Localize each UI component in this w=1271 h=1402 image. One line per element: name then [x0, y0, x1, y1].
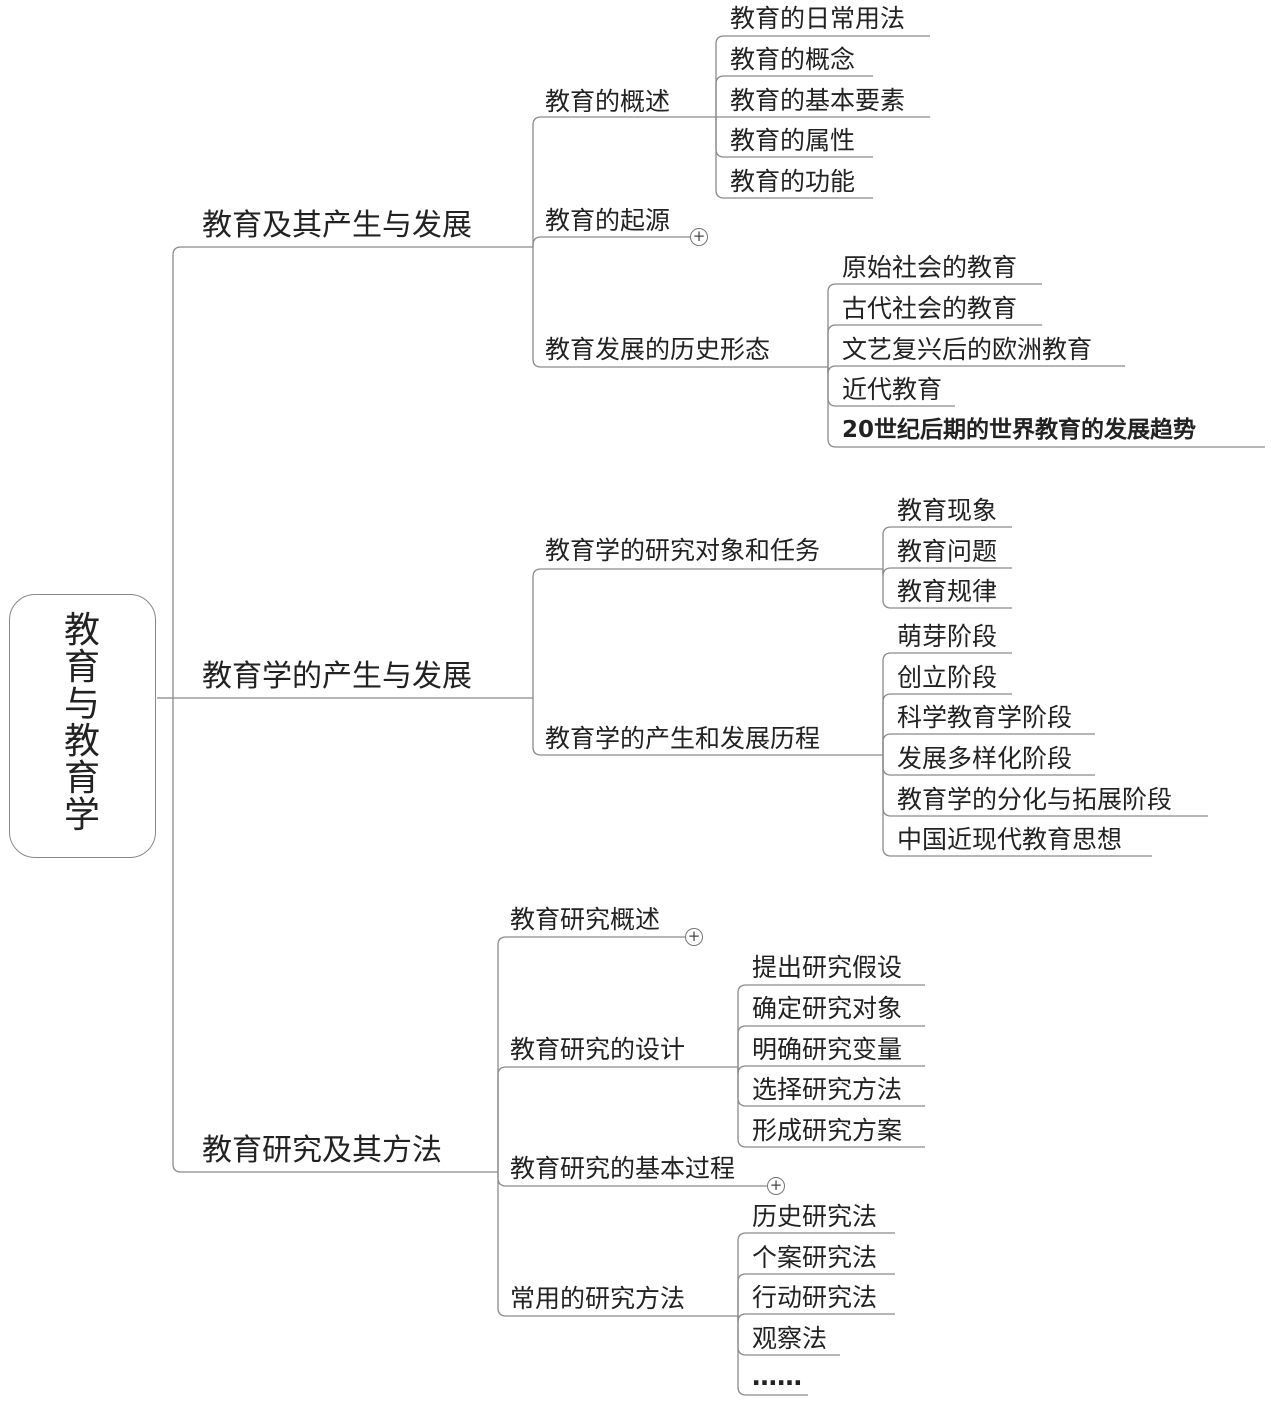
leaf-connector: [737, 1232, 895, 1316]
leaf-item[interactable]: 观察法: [752, 1324, 828, 1353]
leaf-connector: [737, 1067, 925, 1148]
leaf-connector: [882, 569, 1012, 609]
leaf-connector: [827, 365, 1125, 375]
topic-common-methods[interactable]: 常用的研究方法: [510, 1284, 686, 1313]
leaf-connector: [737, 1316, 808, 1396]
expand-icon[interactable]: +: [690, 228, 708, 246]
leaf-item[interactable]: 萌芽阶段: [897, 622, 998, 651]
topic-research-object-task[interactable]: 教育学的研究对象和任务: [545, 536, 821, 565]
branch-pedagogy-development[interactable]: 教育学的产生与发展: [202, 659, 472, 694]
leaf-item[interactable]: 明确研究变量: [752, 1035, 903, 1064]
leaf-connector: [882, 567, 1012, 577]
branch-connector: [532, 116, 716, 247]
leaf-item[interactable]: 中国近现代教育思想: [897, 825, 1123, 854]
leaf-item[interactable]: 确定研究对象: [752, 994, 903, 1023]
topic-historical-forms[interactable]: 教育发展的历史形态: [545, 335, 771, 364]
leaf-item[interactable]: 发展多样化阶段: [897, 744, 1073, 773]
branch-education-research-methods[interactable]: 教育研究及其方法: [202, 1133, 442, 1168]
leaf-item[interactable]: 行动研究法: [752, 1283, 878, 1312]
branch-connector: [497, 1066, 738, 1172]
root-node-label: 教育与教育学: [63, 610, 100, 836]
topic-education-origin[interactable]: 教育的起源: [545, 206, 671, 235]
branch-connector: [497, 936, 685, 1172]
branch-connector: [532, 247, 828, 368]
topic-education-overview[interactable]: 教育的概述: [545, 87, 671, 116]
leaf-connector: [882, 693, 1012, 755]
topic-pedagogy-history[interactable]: 教育学的产生和发展历程: [545, 724, 821, 753]
leaf-item[interactable]: 形成研究方案: [752, 1116, 903, 1145]
leaf-item[interactable]: 文艺复兴后的欧洲教育: [842, 335, 1093, 364]
leaf-connector: [737, 1025, 925, 1067]
leaf-connector: [882, 652, 1012, 755]
root-connector: [172, 698, 498, 1173]
root-connector: [172, 246, 533, 698]
leaf-item[interactable]: 创立阶段: [897, 663, 998, 692]
leaf-connector: [715, 35, 930, 117]
leaf-item[interactable]: 教育的属性: [730, 126, 856, 155]
leaf-item[interactable]: 历史研究法: [752, 1202, 878, 1231]
leaf-item[interactable]: 选择研究方法: [752, 1075, 903, 1104]
leaf-item[interactable]: 教育的日常用法: [730, 4, 906, 33]
branch-connector: [497, 1172, 738, 1317]
leaf-connector: [827, 324, 1042, 367]
leaf-connector: [715, 117, 873, 199]
leaf-item[interactable]: 近代教育: [842, 375, 943, 404]
leaf-item[interactable]: ……: [752, 1362, 802, 1391]
leaf-item[interactable]: 教育的基本要素: [730, 86, 906, 115]
root-node[interactable]: [9, 594, 156, 858]
branch-connector: [532, 698, 883, 756]
branch-connector: [532, 236, 690, 247]
leaf-connector: [737, 984, 925, 1067]
topic-research-overview[interactable]: 教育研究概述: [510, 905, 661, 934]
leaf-connector: [827, 283, 1042, 367]
topic-research-design[interactable]: 教育研究的设计: [510, 1035, 686, 1064]
leaf-item[interactable]: 科学教育学阶段: [897, 703, 1073, 732]
leaf-connector: [882, 755, 1152, 857]
leaf-item[interactable]: 教育规律: [897, 577, 998, 606]
leaf-item[interactable]: 教育问题: [897, 537, 998, 566]
leaf-item[interactable]: 教育现象: [897, 496, 998, 525]
leaf-connector: [737, 1313, 895, 1323]
leaf-connector: [827, 367, 1265, 448]
leaf-connector: [715, 75, 873, 117]
leaf-item[interactable]: 教育的概念: [730, 45, 856, 74]
leaf-item[interactable]: 教育的功能: [730, 167, 856, 196]
leaf-item[interactable]: 教育学的分化与拓展阶段: [897, 785, 1173, 814]
leaf-connector: [882, 733, 1095, 755]
leaf-item[interactable]: 提出研究假设: [752, 953, 903, 982]
leaf-item[interactable]: 20世纪后期的世界教育的发展趋势: [842, 417, 1197, 443]
expand-icon[interactable]: +: [767, 1177, 785, 1195]
leaf-connector: [737, 1065, 925, 1075]
leaf-connector: [737, 1273, 895, 1316]
leaf-item[interactable]: 古代社会的教育: [842, 294, 1018, 323]
branch-connector: [532, 568, 883, 698]
branch-education-origin-development[interactable]: 教育及其产生与发展: [202, 208, 472, 243]
leaf-connector: [882, 526, 1012, 569]
leaf-item[interactable]: 个案研究法: [752, 1243, 878, 1272]
expand-icon[interactable]: +: [685, 928, 703, 946]
leaf-item[interactable]: 原始社会的教育: [842, 253, 1018, 282]
topic-research-process[interactable]: 教育研究的基本过程: [510, 1154, 736, 1183]
